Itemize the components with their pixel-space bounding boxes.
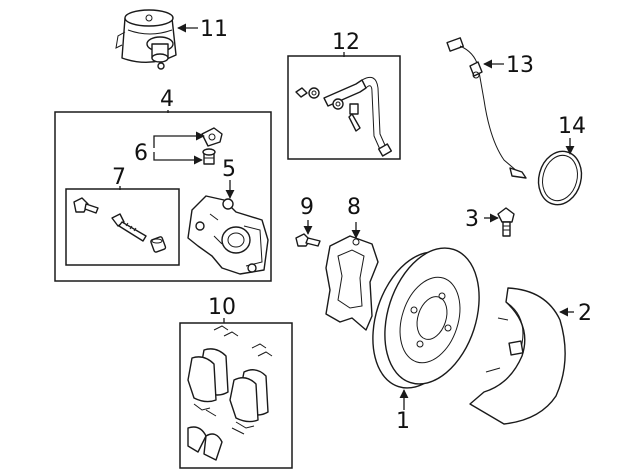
box-7-guide-pin-kit bbox=[65, 188, 180, 266]
part-10-brake-pads bbox=[187, 325, 273, 461]
leader-lines bbox=[119, 23, 575, 410]
part-12-brake-hose bbox=[295, 76, 393, 157]
callout-11: 11 bbox=[200, 17, 228, 42]
part-8-bracket bbox=[325, 235, 379, 331]
callout-1: 1 bbox=[396, 409, 410, 434]
box-12-hose-kit bbox=[287, 55, 401, 160]
callout-7: 7 bbox=[112, 165, 126, 190]
callout-6: 6 bbox=[134, 141, 148, 166]
box-10-pad-kit bbox=[179, 322, 293, 469]
part-11-actuator bbox=[115, 9, 177, 70]
callout-9: 9 bbox=[300, 195, 314, 220]
callout-5: 5 bbox=[222, 157, 236, 182]
part-6-bleeder bbox=[201, 127, 223, 165]
callout-3: 3 bbox=[465, 207, 479, 232]
part-1-rotor bbox=[372, 247, 480, 389]
part-7-guide-pins bbox=[73, 197, 167, 253]
box-4-caliper-assembly bbox=[54, 111, 272, 282]
part-9-bolt bbox=[295, 233, 321, 247]
part-3-bolt bbox=[497, 207, 515, 237]
callout-2: 2 bbox=[578, 301, 592, 326]
callout-12: 12 bbox=[332, 30, 360, 55]
callout-10: 10 bbox=[208, 295, 236, 320]
callout-labels: 11 12 13 14 4 6 5 7 9 8 3 2 1 10 bbox=[112, 17, 592, 434]
part-13-speed-sensor bbox=[446, 37, 527, 179]
callout-13: 13 bbox=[506, 53, 534, 78]
part-2-dust-shield bbox=[469, 287, 566, 425]
callout-8: 8 bbox=[347, 195, 361, 220]
part-5-caliper bbox=[187, 195, 269, 275]
callout-14: 14 bbox=[558, 114, 586, 139]
callout-4: 4 bbox=[160, 87, 174, 112]
part-14-o-ring bbox=[537, 150, 583, 206]
